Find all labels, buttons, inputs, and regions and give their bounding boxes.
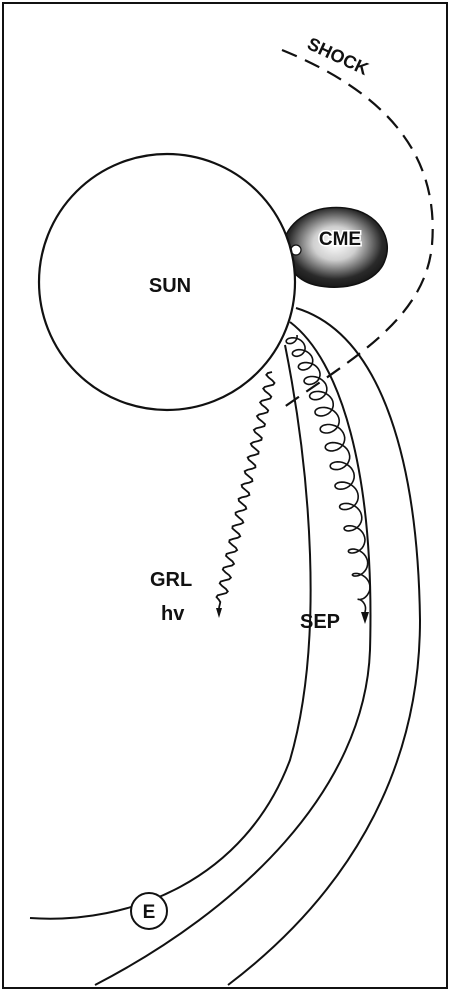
gamma-ray-arrowhead [216, 608, 222, 618]
sun-label: SUN [149, 275, 191, 297]
grl-label: GRL [150, 569, 192, 591]
earth-label: E [143, 902, 156, 923]
field-line-inner [30, 345, 311, 919]
sep-arrowhead [361, 612, 369, 624]
field-line-outer [228, 308, 420, 985]
sep-label: SEP [300, 611, 340, 633]
gamma-ray-wavy-arrow [217, 372, 275, 608]
hv-label: hv [161, 603, 185, 625]
shock-label: SHOCK [304, 33, 371, 79]
figure-frame [3, 3, 447, 988]
cme-label: CME [319, 229, 361, 250]
